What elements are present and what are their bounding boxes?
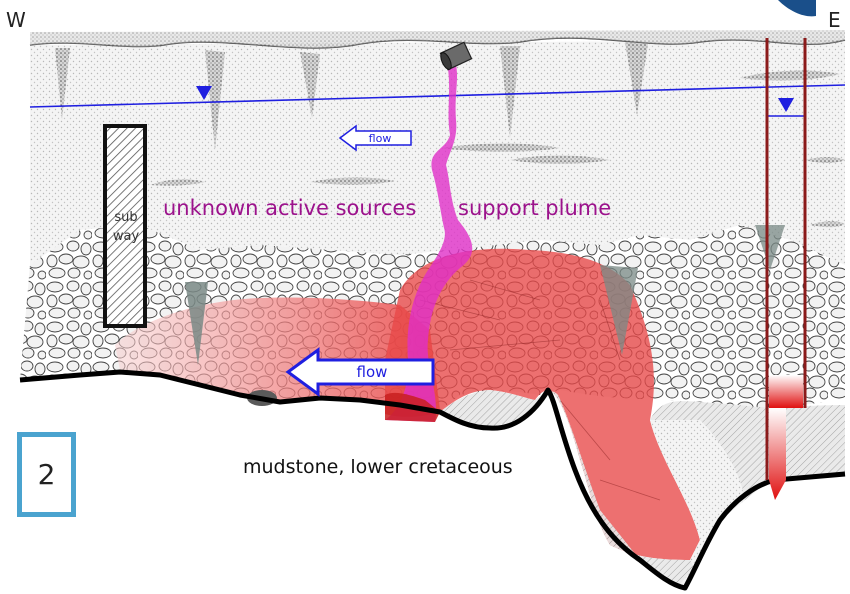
subway-label: sub way xyxy=(107,208,145,246)
panel-number: 2 xyxy=(38,458,56,491)
plume-label: support plume xyxy=(458,196,611,220)
compass-east: E xyxy=(828,8,841,32)
sources-label: unknown active sources xyxy=(163,196,416,220)
panel-number-badge: 2 xyxy=(17,432,76,517)
logo-fragment xyxy=(778,0,816,16)
mudstone-label: mudstone, lower cretaceous xyxy=(243,456,513,478)
flow-label-upper: flow xyxy=(369,132,392,145)
flow-label-lower: flow xyxy=(357,363,388,381)
compass-west: W xyxy=(6,8,26,32)
